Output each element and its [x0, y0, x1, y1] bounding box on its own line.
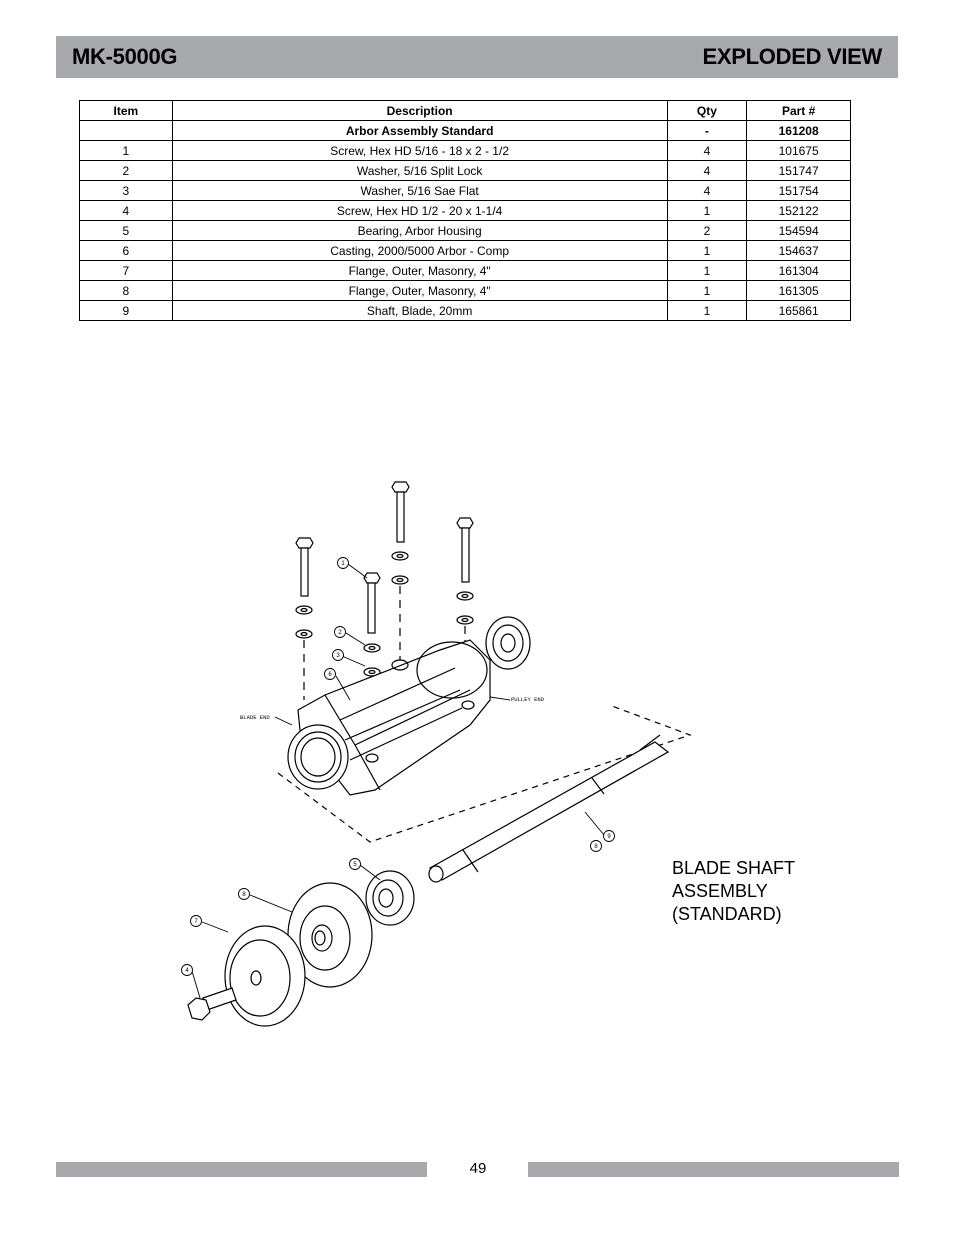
drawing-caption: BLADE SHAFT ASSEMBLY (STANDARD): [672, 857, 795, 926]
footer-bar-left: [56, 1162, 427, 1177]
bolt-right: [456, 517, 474, 583]
cell-description: Bearing, Arbor Housing: [171, 220, 668, 241]
cell-part: 152122: [746, 200, 851, 221]
blade-shaft: [428, 734, 670, 883]
callout-8-shaft: 8: [594, 844, 598, 850]
page-number: 49: [469, 1160, 487, 1177]
outer-flange: [224, 925, 306, 1027]
cell-description: Washer, 5/16 Sae Flat: [171, 180, 668, 201]
callout-3: 3: [336, 653, 340, 659]
cell-part: 154637: [746, 240, 851, 261]
washers: [295, 551, 474, 677]
cell-description: Shaft, Blade, 20mm: [171, 300, 668, 321]
callout-circles: [181, 557, 615, 976]
section-title: EXPLODED VIEW: [702, 44, 883, 69]
bearing-bottom: [365, 870, 415, 926]
bearing-top: [485, 616, 531, 670]
header-part: Part #: [746, 100, 851, 121]
blade-end-label: BLADE END: [240, 714, 270, 721]
callout-8: 8: [242, 892, 246, 898]
table-row: 6 Casting, 2000/5000 Arbor - Comp 1 1546…: [79, 240, 851, 261]
parts-table: Item Description Qty Part # Arbor Assemb…: [79, 100, 851, 321]
cell-part: 165861: [746, 300, 851, 321]
callout-2: 2: [338, 630, 342, 636]
callout-6: 6: [328, 672, 332, 678]
bolt-top: [391, 481, 410, 543]
cell-description: Flange, Outer, Masonry, 4": [171, 280, 668, 301]
page-header: MK-5000G EXPLODED VIEW: [56, 36, 898, 78]
cell-item: 9: [79, 300, 173, 321]
dashed-outline: [277, 705, 692, 843]
pulley-end-label: PULLEY END: [511, 696, 545, 703]
table-header-row: Item Description Qty Part #: [79, 100, 851, 121]
model-title: MK-5000G: [72, 44, 178, 69]
caption-line-2: ASSEMBLY: [672, 881, 768, 901]
callout-9: 9: [607, 834, 611, 840]
table-row: 8 Flange, Outer, Masonry, 4" 1 161305: [79, 280, 851, 301]
callout-5: 5: [353, 862, 357, 868]
table-row: 9 Shaft, Blade, 20mm 1 165861: [79, 300, 851, 321]
cell-description: Casting, 2000/5000 Arbor - Comp: [171, 240, 668, 261]
callout-leaders: [191, 563, 605, 999]
caption-line-3: (STANDARD): [672, 904, 782, 924]
caption-line-1: BLADE SHAFT: [672, 858, 796, 878]
bolt-center: [363, 572, 381, 634]
bolt-left: [295, 537, 314, 597]
callout-1: 1: [341, 561, 345, 567]
cell-part: 161305: [746, 280, 851, 301]
arbor-casting: [287, 639, 491, 796]
assembly-row: Arbor Assembly Standard - 161208: [79, 120, 851, 141]
arbor-screw: [187, 987, 237, 1021]
callout-4: 4: [185, 968, 189, 974]
footer-bar-right: [528, 1162, 899, 1177]
callout-7: 7: [194, 919, 198, 925]
